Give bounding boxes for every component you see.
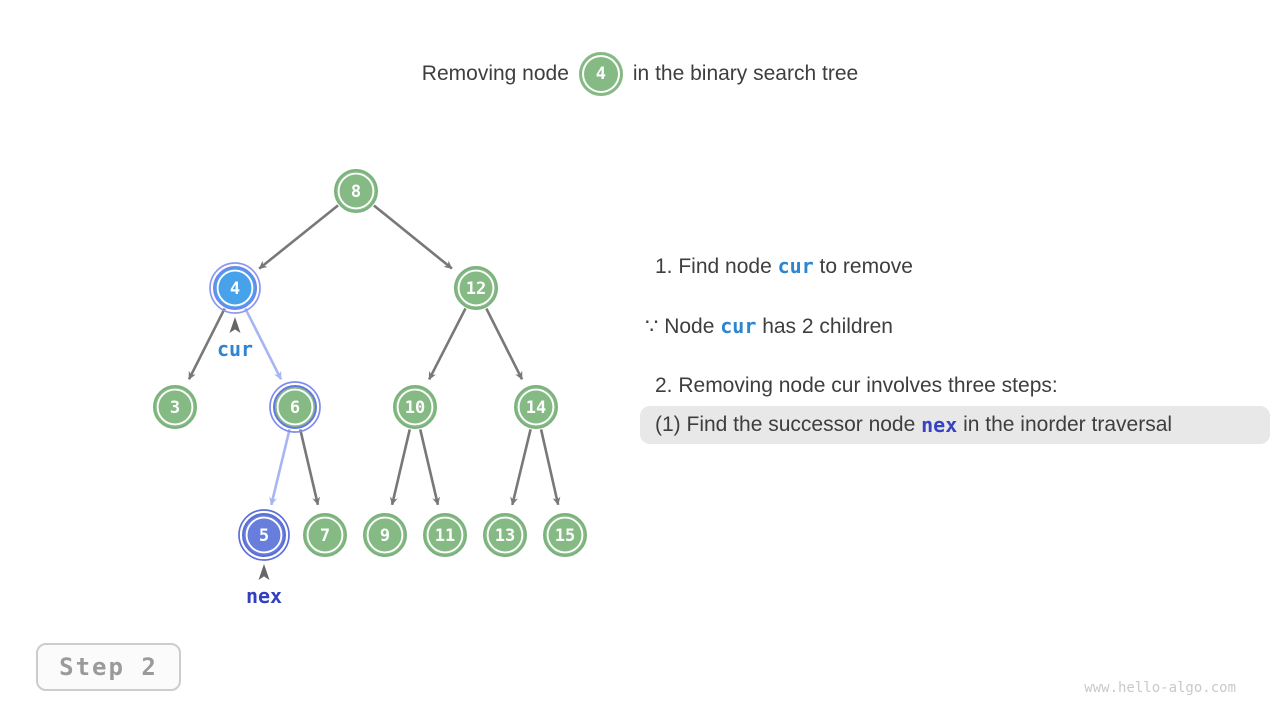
node-value: 5 (259, 526, 269, 546)
node-value: 14 (526, 398, 546, 418)
node-value: 10 (405, 398, 425, 418)
node-value: 11 (435, 526, 455, 546)
explanation-line-2: ∵ Node cur has 2 children (645, 314, 893, 339)
tree-node-3: 3 (153, 385, 197, 429)
edge-10-9 (389, 429, 412, 506)
node-value: 15 (555, 526, 575, 546)
tree-node-13: 13 (483, 513, 527, 557)
tree-node-12: 12 (454, 266, 498, 310)
text-segment: has 2 children (756, 315, 893, 338)
title-suffix: in the binary search tree (632, 62, 859, 85)
title-node-circle: 4 (578, 52, 623, 96)
node-value: 6 (290, 398, 300, 418)
page-title: Removing node 4 in the binary search tre… (0, 52, 1280, 96)
explanation-line-1: 1. Find node cur to remove (655, 254, 913, 279)
node-value: 3 (170, 398, 180, 418)
up-caret-icon (258, 564, 270, 580)
token-nex: nex (921, 413, 958, 437)
tree-node-15: 15 (543, 513, 587, 557)
tree-node-7: 7 (303, 513, 347, 557)
explanation-line-3: 2. Removing node cur involves three step… (655, 374, 1058, 398)
edge-8-12 (373, 204, 453, 270)
token-cur: cur (777, 254, 814, 278)
edge-8-4 (258, 204, 339, 270)
edge-14-15 (539, 429, 561, 506)
edge-10-11 (418, 429, 441, 506)
node-value: 8 (351, 182, 361, 202)
node-value: 4 (230, 279, 240, 299)
tree-node-10: 10 (393, 385, 437, 429)
edge-6-5 (269, 429, 291, 506)
text-segment: to remove (813, 255, 913, 278)
pointer-label-nex: nex (246, 584, 282, 608)
title-node-value: 4 (595, 64, 607, 84)
edge-4-6 (244, 307, 283, 380)
tree-node-4: 4 (209, 262, 261, 314)
node-value: 9 (380, 526, 390, 546)
pointer-nex: nex (246, 564, 282, 608)
tree-node-5: 5 (238, 509, 290, 561)
text-segment: 2. Removing node cur involves three step… (655, 374, 1058, 397)
text-segment: (1) Find the successor node (655, 413, 922, 436)
text-segment: 1. Find node (655, 255, 778, 278)
node-value: 12 (466, 279, 486, 299)
text-segment: in the inorder traversal (957, 413, 1173, 436)
edge-12-10 (427, 307, 467, 381)
tree-node-14: 14 (514, 385, 558, 429)
explanation-line-4: (1) Find the successor node nex in the i… (640, 406, 1270, 444)
tree-node-8: 8 (334, 169, 378, 213)
text-segment: ∵ Node (645, 315, 721, 338)
pointer-label-cur: cur (217, 337, 253, 361)
step-badge-label: Step 2 (59, 653, 158, 681)
node-value: 7 (320, 526, 330, 546)
edge-6-7 (298, 429, 321, 506)
node-value: 13 (495, 526, 515, 546)
watermark: www.hello-algo.com (1084, 680, 1236, 696)
token-cur: cur (720, 314, 757, 338)
title-prefix: Removing node (421, 62, 569, 85)
step-badge: Step 2 (36, 643, 181, 691)
up-caret-icon (229, 317, 241, 333)
tree-node-9: 9 (363, 513, 407, 557)
tree-node-6: 6 (269, 381, 321, 433)
pointer-cur: cur (217, 317, 253, 361)
edge-12-14 (485, 307, 524, 380)
tree-node-11: 11 (423, 513, 467, 557)
edge-14-13 (510, 429, 532, 506)
edge-4-3 (187, 307, 226, 380)
